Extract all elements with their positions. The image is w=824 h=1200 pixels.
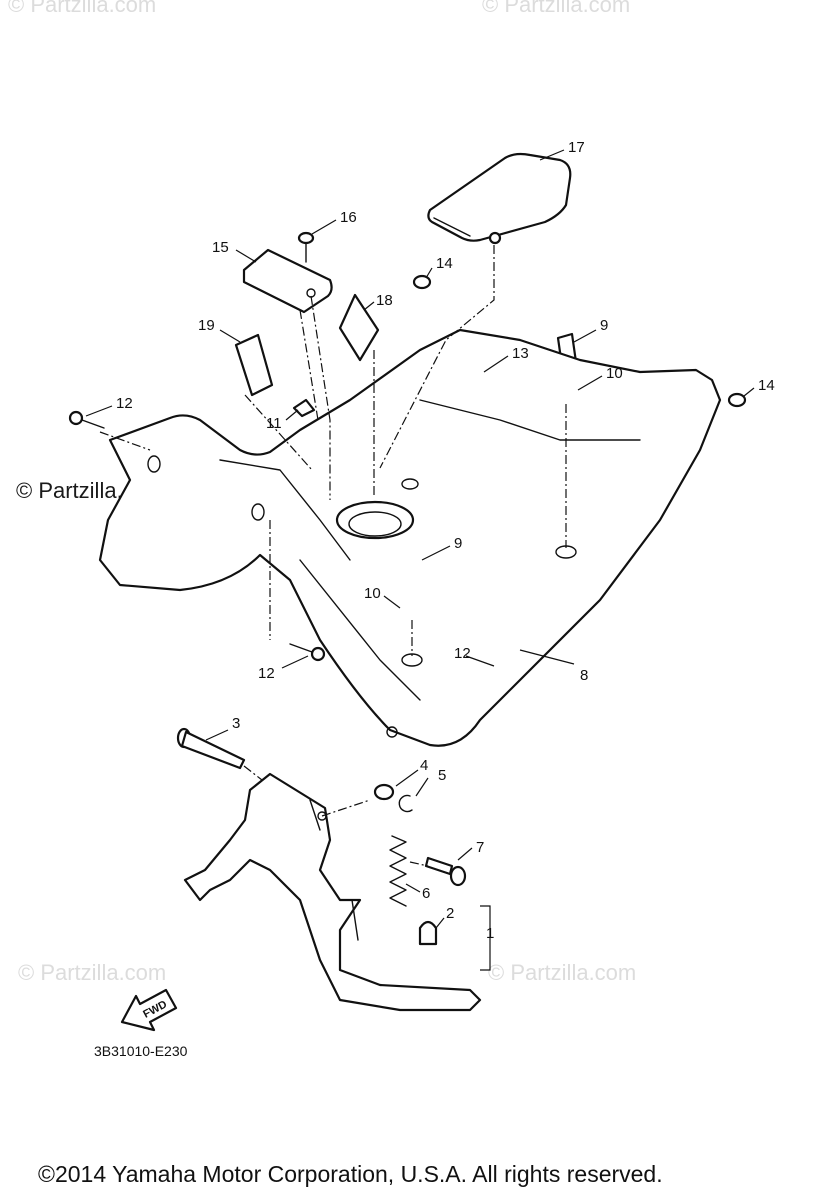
part-12-bolt-left [68, 410, 105, 429]
part-4-washer [373, 783, 395, 801]
callout-19: 19 [198, 317, 215, 334]
callout-11: 11 [266, 415, 282, 432]
callout-1: 1 [486, 925, 494, 942]
callout-10-lower: 10 [364, 585, 381, 602]
assembly-lines [99, 245, 567, 867]
callout-9-lower: 9 [454, 535, 462, 552]
part-11-clip [292, 398, 316, 418]
part-5-circlip [398, 794, 413, 813]
callout-7: 7 [476, 839, 484, 856]
callout-10-upper: 10 [606, 365, 623, 382]
watermark-top-left: © Partzilla.com [8, 0, 156, 17]
callout-12-lower-right: 12 [454, 645, 471, 662]
copyright-line: ©2014 Yamaha Motor Corporation, U.S.A. A… [38, 1161, 663, 1187]
callout-13: 13 [512, 345, 529, 362]
callout-3: 3 [232, 715, 240, 732]
callout-14-right: 14 [758, 377, 775, 394]
callout-12-lower-left: 12 [258, 665, 275, 682]
part-17-cover-lid [427, 152, 572, 245]
part-2-stopper [418, 920, 438, 946]
callout-leaders [85, 149, 755, 971]
callout-17: 17 [568, 139, 585, 156]
part-1-main-stand [183, 772, 482, 1012]
part-8-footboard [98, 328, 722, 747]
callout-2: 2 [446, 905, 454, 922]
callout-5: 5 [438, 767, 446, 784]
watermark-bottom-right: © Partzilla.com [488, 960, 636, 985]
part-18-bracket [338, 293, 380, 362]
part-16-screw [297, 231, 315, 263]
part-14-grommet-right [727, 392, 747, 408]
watermark-bottom-left: © Partzilla.com [18, 960, 166, 985]
part-19-seal [234, 333, 274, 397]
part-15-cover-plate [242, 248, 333, 314]
diagram-code: 3B31010-E230 [94, 1043, 188, 1059]
callout-12-left: 12 [116, 395, 133, 412]
callout-labels: 17 16 15 14 18 19 9 13 10 14 12 11 9 10 … [116, 139, 775, 942]
callout-14-upper: 14 [436, 255, 453, 272]
part-3-pivot-bolt [176, 727, 246, 770]
callout-18: 18 [376, 292, 393, 309]
part-7-bolt [424, 856, 467, 887]
callout-16: 16 [340, 209, 357, 226]
watermark-top-right: © Partzilla.com [482, 0, 630, 17]
callout-8: 8 [580, 667, 588, 684]
part-6-spring [389, 835, 407, 907]
callout-6: 6 [422, 885, 430, 902]
callout-4: 4 [420, 757, 428, 774]
callout-15: 15 [212, 239, 229, 256]
callout-9-upper: 9 [600, 317, 608, 334]
part-14-grommet-upper [412, 274, 432, 290]
fwd-arrow-icon: FWD [120, 988, 178, 1032]
part-12-bolt-lower-left [289, 643, 326, 662]
